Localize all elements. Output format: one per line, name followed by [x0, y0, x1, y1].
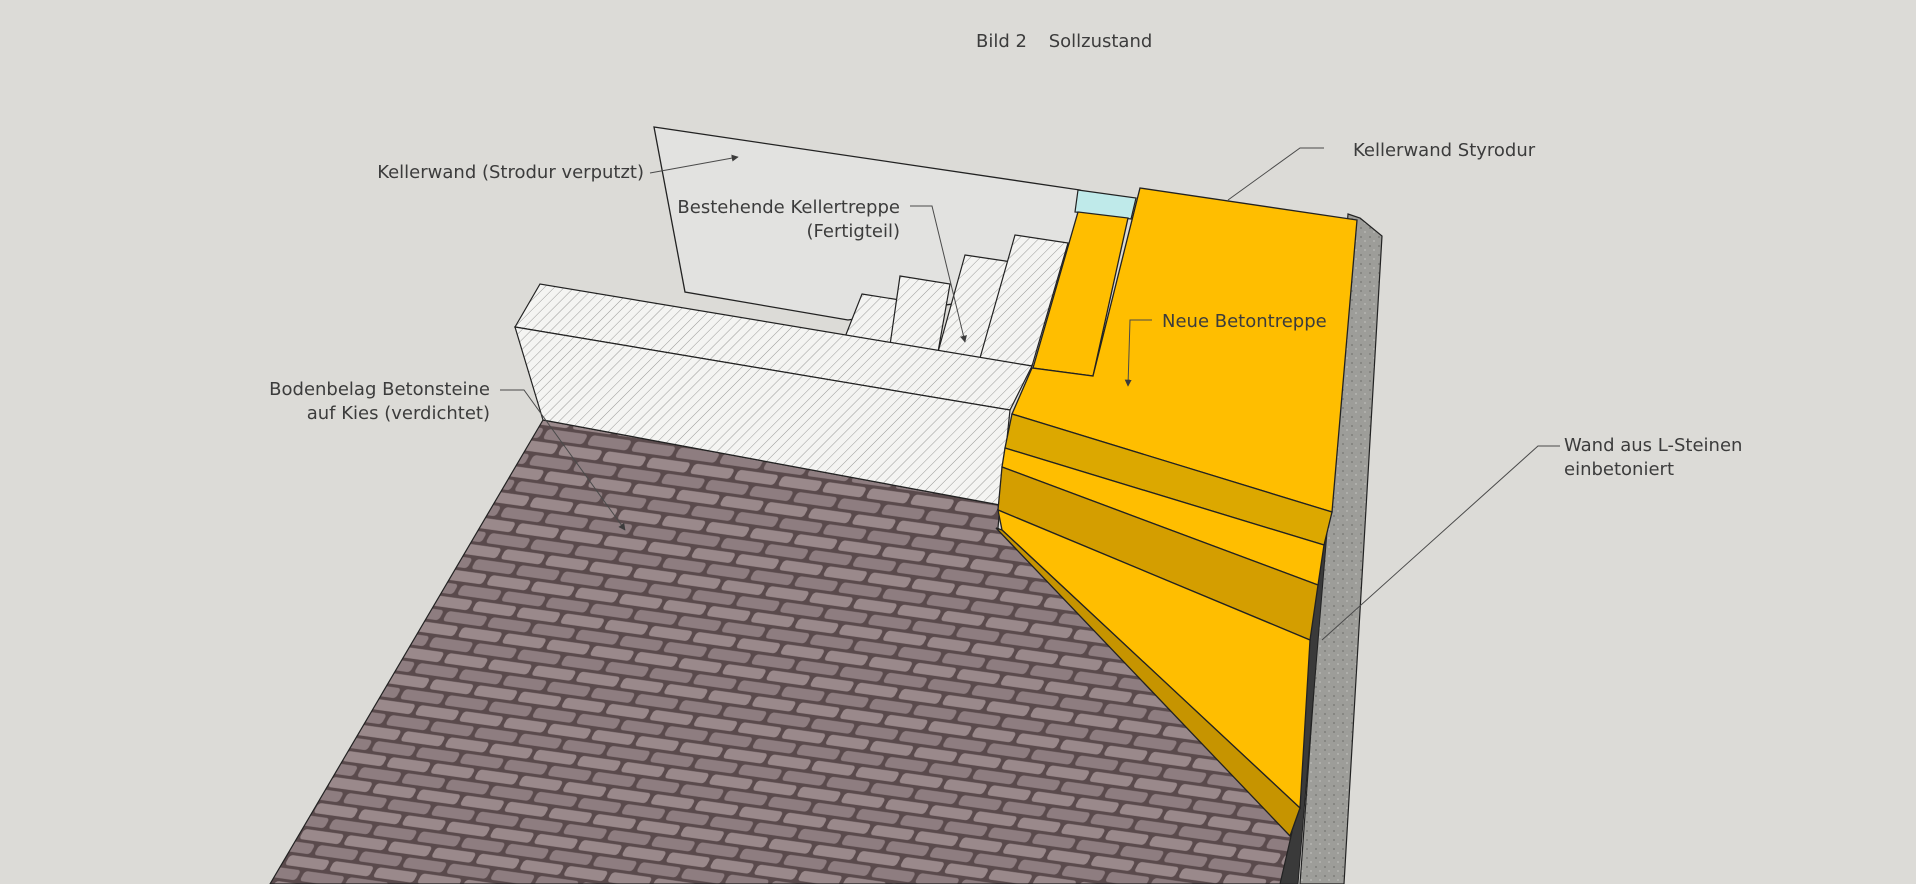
label-bodenbelag: Bodenbelag Betonsteine auf Kies (verdich…	[269, 378, 490, 426]
figure-number: Bild 2	[976, 31, 1027, 52]
leader-lines	[500, 147, 1560, 641]
label-text-line1: Wand aus L-Steinen	[1564, 435, 1743, 456]
label-neue-betontreppe: Neue Betontreppe	[1162, 310, 1327, 334]
label-text-line1: Bodenbelag Betonsteine	[269, 379, 490, 400]
existing-precast-stair	[844, 234, 1069, 367]
label-text: Kellerwand (Strodur verputzt)	[377, 162, 644, 183]
label-text: Kellerwand Styrodur	[1353, 140, 1536, 161]
figure-caption: Sollzustand	[1048, 31, 1153, 52]
label-text-line1: Bestehende Kellertreppe	[677, 197, 900, 218]
label-bestehende-kellertreppe: Bestehende Kellertreppe (Fertigteil)	[677, 196, 900, 244]
label-text: Neue Betontreppe	[1162, 311, 1327, 332]
label-text-line2: (Fertigteil)	[806, 221, 900, 242]
label-kellerwand-strodur: Kellerwand (Strodur verputzt)	[377, 161, 644, 185]
label-wand-l-steine: Wand aus L-Steinen einbetoniert	[1564, 434, 1742, 482]
insulation-strip	[1074, 189, 1137, 220]
l-stone-wall-face	[1299, 213, 1383, 884]
new-concrete-stair	[995, 187, 1358, 838]
label-kellerwand-styrodur: Kellerwand Styrodur	[1353, 139, 1535, 163]
label-text-line2: auf Kies (verdichtet)	[306, 403, 490, 424]
figure-title: Bild 2 Sollzustand	[976, 30, 1152, 54]
label-text-line2: einbetoniert	[1564, 459, 1674, 480]
